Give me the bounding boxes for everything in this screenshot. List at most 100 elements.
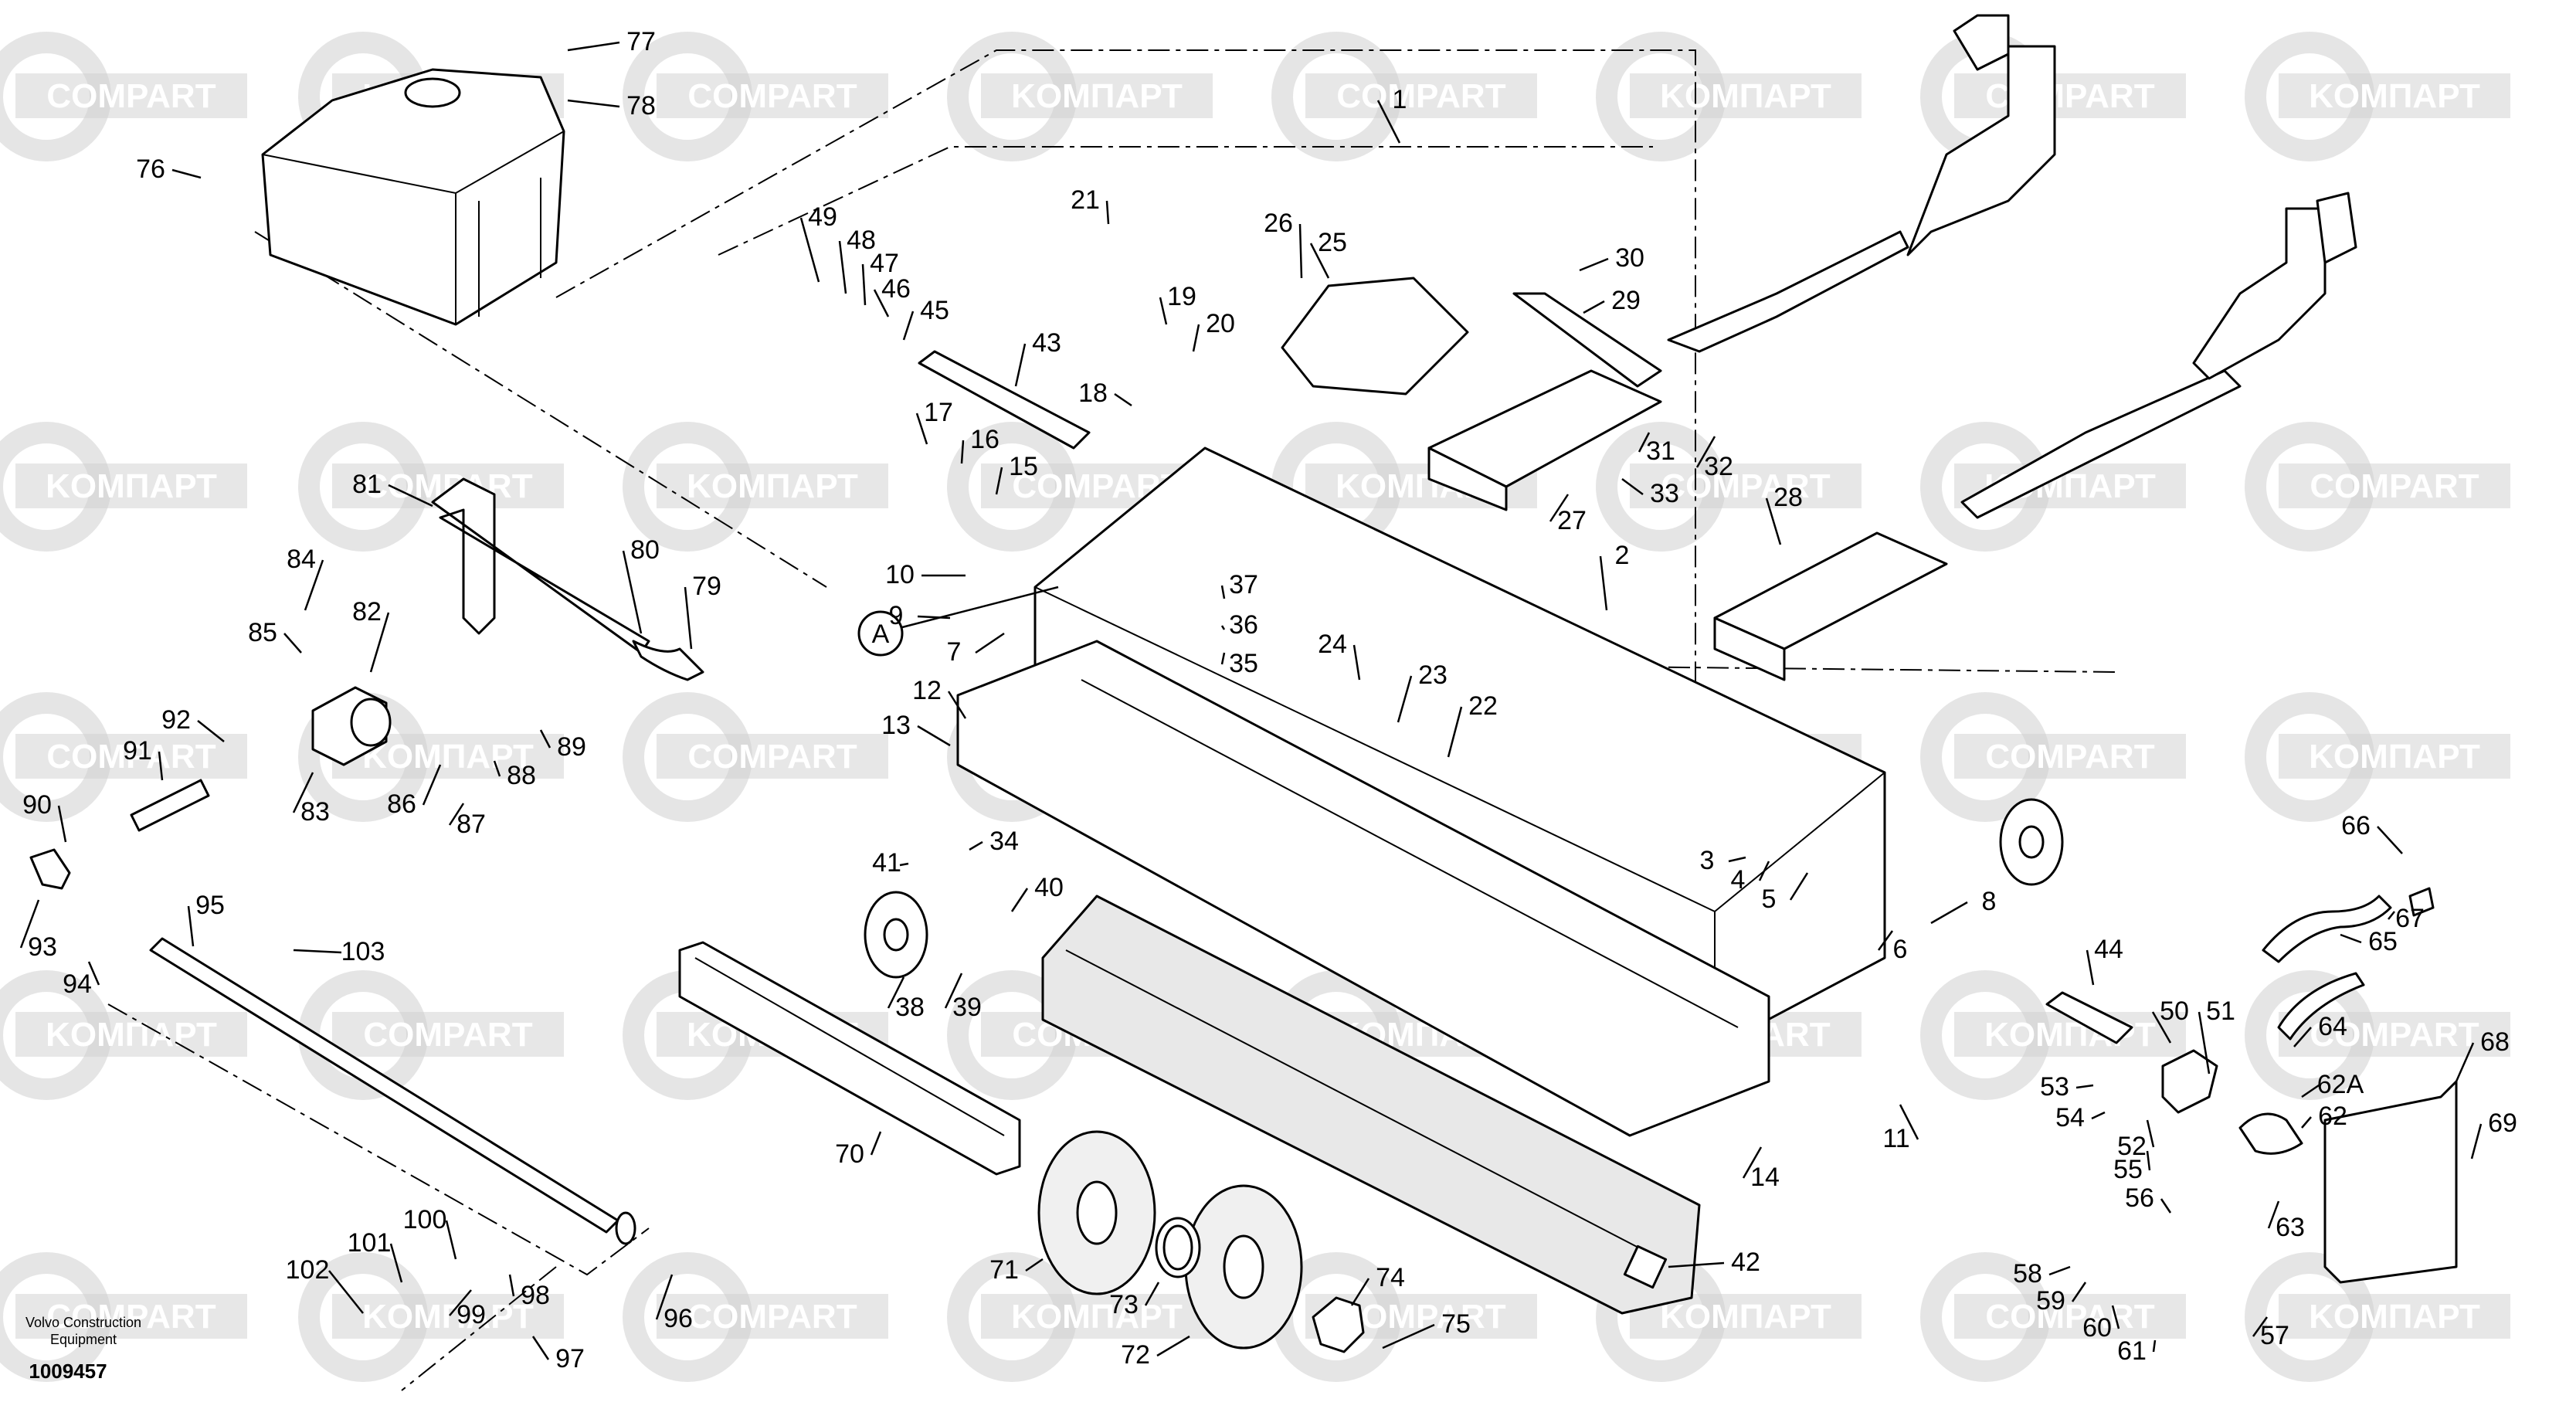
callout-leader (2470, 1123, 2483, 1159)
watermark-logo: COMPART (1920, 32, 2186, 161)
callout-leader (2388, 911, 2395, 920)
callout-leader (799, 217, 820, 283)
callout-leader (969, 840, 983, 851)
callout-label-64: 64 (2318, 1012, 2347, 1041)
callout-label-26: 26 (1264, 209, 1293, 238)
brand-line-2: Equipment (50, 1332, 117, 1347)
callout-label-2: 2 (1615, 541, 1630, 570)
callout-label-38: 38 (895, 993, 925, 1022)
callout-label-72: 72 (1121, 1340, 1150, 1370)
callout-label-92: 92 (161, 705, 191, 735)
callout-leader (158, 751, 164, 781)
callout-leader (975, 632, 1005, 654)
callout-label-54: 54 (2055, 1103, 2085, 1132)
callout-label-62: 62 (2318, 1102, 2347, 1131)
callout-label-43: 43 (1032, 328, 1061, 358)
brush-discs (1037, 1130, 1303, 1350)
watermark-logo: KOMПАРТ (623, 422, 888, 552)
callout-label-27: 27 (1557, 506, 1587, 535)
callout-leader (539, 729, 552, 749)
callout-label-84: 84 (287, 545, 316, 574)
watermark-logo: COMPART (0, 1252, 247, 1382)
callout-label-73: 73 (1109, 1290, 1139, 1319)
callout-label-5: 5 (1762, 884, 1777, 914)
callout-label-93: 93 (28, 932, 57, 962)
callout-label-47: 47 (870, 249, 899, 278)
callout-label-101: 101 (348, 1228, 392, 1258)
callout-leader (684, 586, 693, 650)
callout-leader (1621, 477, 1644, 496)
callout-label-86: 86 (387, 789, 416, 819)
callout-leader (2152, 1339, 2157, 1353)
main-broom (1041, 895, 1701, 1315)
watermark-text: COMPART (687, 738, 857, 776)
callout-label-15: 15 (1009, 452, 1038, 481)
watermark-text: COMPART (363, 1016, 532, 1054)
broom-frame (678, 941, 1021, 1176)
drawing-number: 1009457 (29, 1360, 107, 1383)
watermark-text: KOMПАРТ (1984, 1016, 2156, 1054)
callout-label-9: 9 (889, 601, 904, 630)
callout-leader (1156, 1335, 1190, 1357)
callout-label-57: 57 (2260, 1321, 2289, 1350)
callout-label-4: 4 (1731, 865, 1746, 895)
callout-label-83: 83 (300, 797, 330, 827)
watermark-logo: COMPART (2245, 422, 2510, 552)
callout-leader (1765, 497, 1782, 545)
watermark-logo: COMPART (623, 1252, 888, 1382)
watermark-text: KOMПАРТ (2309, 77, 2480, 115)
watermark-logo: COMPART (1920, 692, 2186, 822)
callout-leader (899, 862, 909, 867)
broom-housing (956, 446, 1886, 1137)
callout-leader (1549, 494, 1570, 522)
watermark-text: COMPART (1336, 1298, 1505, 1336)
callout-label-61: 61 (2117, 1336, 2147, 1366)
water-hose (431, 477, 704, 681)
callout-label-22: 22 (1468, 691, 1498, 721)
watermark-text: COMPART (1985, 1298, 2154, 1336)
callout-label-60: 60 (2082, 1313, 2112, 1343)
callout-leader (2111, 1305, 2120, 1329)
callout-leader (1899, 1104, 1919, 1140)
watermark-logo: KOMПАРТ (947, 1252, 1213, 1382)
callout-leader (917, 615, 951, 620)
watermark-logo: COMPART (298, 422, 564, 552)
callout-leader (2377, 826, 2403, 854)
callout-leader (1583, 300, 1605, 314)
callout-leader (1447, 706, 1463, 758)
callout-label-58: 58 (2013, 1259, 2042, 1288)
upper-mounts (1281, 277, 1948, 681)
callout-leader (1599, 555, 1608, 611)
caster-wheels (864, 798, 2064, 979)
callout-label-85: 85 (248, 618, 277, 647)
callout-leader (2301, 1084, 2320, 1098)
callout-label-46: 46 (881, 274, 911, 304)
watermark-logo: COMPART (1596, 422, 1862, 552)
callout-leader (2146, 1119, 2155, 1148)
callout-label-91: 91 (123, 736, 152, 766)
callout-leader (2340, 933, 2362, 944)
callout-leader (1668, 1261, 1725, 1268)
watermark-text: KOMПАРТ (1011, 1298, 1183, 1336)
callout-leader (917, 725, 951, 747)
callout-label-35: 35 (1229, 649, 1258, 678)
callout-leader (1376, 100, 1401, 144)
callout-leader (960, 440, 965, 464)
callout-leader (1930, 901, 1968, 925)
callout-label-50: 50 (2160, 996, 2189, 1026)
watermark-logo: COMPART (623, 692, 888, 822)
callout-label-18: 18 (1078, 379, 1108, 408)
callout-leader (1105, 200, 1110, 225)
callout-leader (1114, 392, 1132, 407)
callout-leader (445, 1220, 457, 1260)
callout-label-19: 19 (1167, 282, 1196, 311)
callout-leader (304, 559, 324, 611)
callout-leader (1220, 585, 1226, 599)
callout-leader (1025, 1258, 1044, 1272)
watermark-text: KOMПАРТ (1660, 77, 1831, 115)
callout-label-41: 41 (872, 848, 901, 878)
callout-leader (2455, 1042, 2475, 1082)
callout-label-77: 77 (626, 27, 656, 56)
watermark-logo: KOMПАРТ (947, 32, 1213, 161)
